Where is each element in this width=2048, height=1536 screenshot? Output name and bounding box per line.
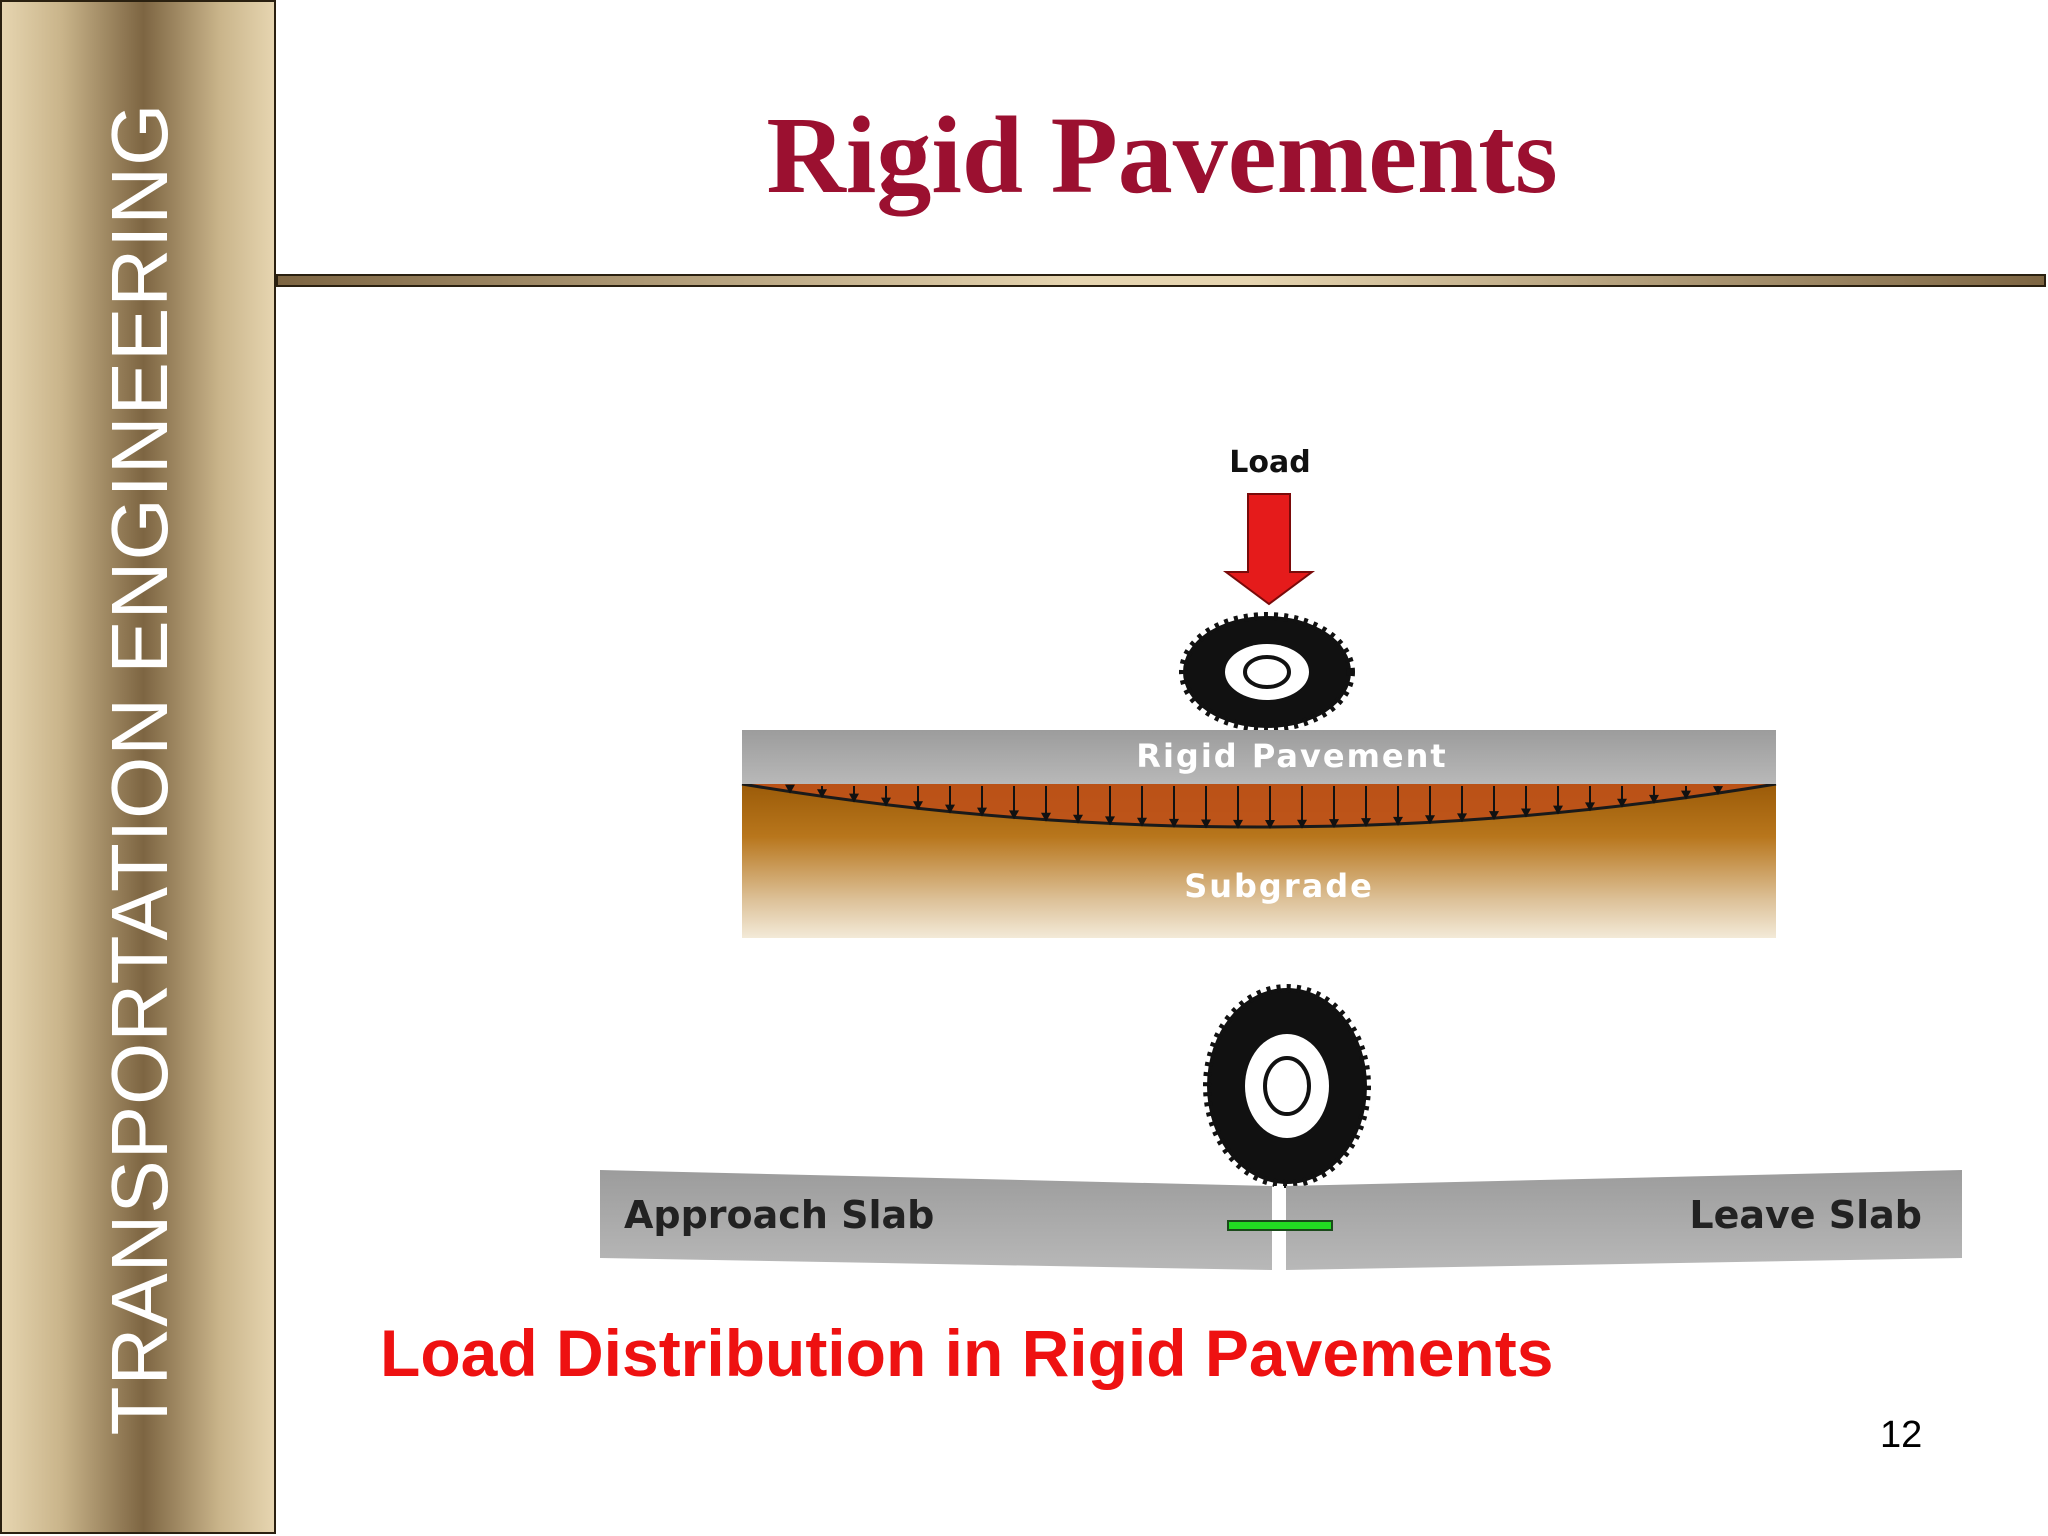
pressure-arrow-head bbox=[1425, 815, 1435, 825]
tire-icon bbox=[1203, 984, 1371, 1188]
pressure-arrow-head bbox=[1329, 819, 1339, 829]
pressure-arrow-head bbox=[945, 804, 955, 814]
pressure-arrow-head bbox=[849, 793, 859, 803]
slide-title: Rigid Pavements bbox=[766, 94, 1558, 216]
pressure-arrow-head bbox=[1169, 818, 1179, 828]
pressure-arrow-head bbox=[1361, 818, 1371, 828]
pressure-arrow-head bbox=[1233, 819, 1243, 829]
joint-marker bbox=[1227, 1220, 1333, 1231]
pressure-arrow-head bbox=[1681, 790, 1691, 800]
pressure-arrow-head bbox=[1521, 808, 1531, 818]
load-label: Load bbox=[1229, 445, 1310, 480]
pressure-arrow-head bbox=[1393, 816, 1403, 826]
pressure-arrow-head bbox=[1489, 811, 1499, 821]
pressure-arrow-head bbox=[1105, 816, 1115, 826]
rigid-pavement-label: Rigid Pavement bbox=[1136, 737, 1447, 775]
pressure-arrow-head bbox=[1297, 819, 1307, 829]
pressure-arrow-head bbox=[817, 789, 827, 799]
pressure-arrow-head bbox=[1265, 819, 1275, 829]
pressure-arrow-head bbox=[1201, 819, 1211, 829]
pressure-arrow-head bbox=[785, 784, 795, 794]
rigid-pavement-slab bbox=[742, 730, 1776, 784]
sidebar: TRANSPORTATION ENGINEERING bbox=[0, 0, 276, 1534]
load-arrow-icon bbox=[1222, 493, 1316, 606]
pressure-arrow-head bbox=[1073, 814, 1083, 824]
pressure-arrow-head bbox=[1617, 798, 1627, 808]
pressure-arrow-head bbox=[1713, 786, 1723, 796]
subgrade-label: Subgrade bbox=[1184, 867, 1374, 905]
pressure-arrow-head bbox=[913, 801, 923, 811]
pressure-arrow-head bbox=[1649, 794, 1659, 804]
pressure-arrow-head bbox=[1009, 810, 1019, 820]
slide-caption: Load Distribution in Rigid Pavements bbox=[380, 1316, 1554, 1390]
pressure-arrow-head bbox=[881, 797, 891, 807]
pressure-arrow-head bbox=[1585, 802, 1595, 812]
approach-slab bbox=[600, 1170, 1272, 1270]
approach-slab-label: Approach Slab bbox=[624, 1193, 934, 1237]
pressure-arrows bbox=[785, 784, 1723, 829]
leave-slab-label: Leave Slab bbox=[1689, 1193, 1922, 1237]
pressure-arrow-head bbox=[1457, 813, 1467, 823]
pressure-arrow-head bbox=[1553, 805, 1563, 815]
pressure-arrow-head bbox=[1137, 817, 1147, 827]
title-divider bbox=[276, 274, 2046, 287]
tire-icon bbox=[1179, 612, 1355, 732]
leave-slab bbox=[1286, 1170, 1962, 1270]
pressure-arrow-head bbox=[1041, 812, 1051, 822]
page-number: 12 bbox=[1880, 1414, 1923, 1456]
pressure-arrow-head bbox=[977, 807, 987, 817]
